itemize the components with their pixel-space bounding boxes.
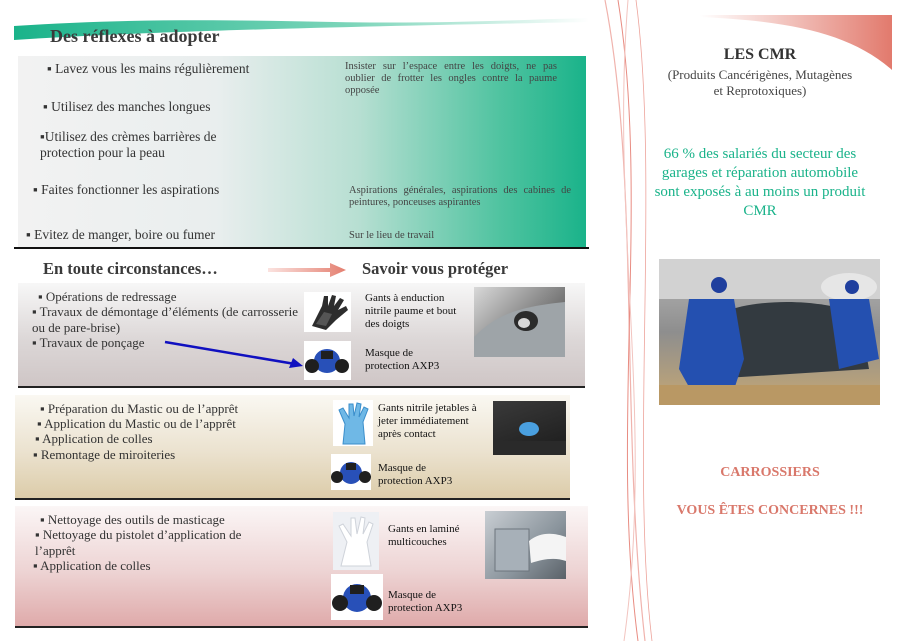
cmr-subtitle: (Produits Cancérigènes, Mutagènes et Rep… bbox=[667, 67, 853, 98]
circumstance-panel-2 bbox=[15, 395, 570, 500]
mask-icon bbox=[331, 574, 383, 620]
coated-glove-icon bbox=[304, 292, 351, 332]
reflex-item: ▪ Lavez vous les mains régulièrement bbox=[47, 61, 250, 76]
nitrile-glove-icon bbox=[333, 400, 373, 446]
top-wave-decoration bbox=[14, 18, 589, 58]
glove-usage-photo bbox=[493, 401, 566, 455]
reflex-note: Aspirations générales, aspirations des c… bbox=[349, 185, 571, 208]
circumstance-item: ▪ Préparation du Mastic ou de l’apprêt bbox=[40, 401, 239, 416]
blue-arrow-icon bbox=[164, 340, 303, 368]
glove-usage-photo bbox=[485, 511, 566, 579]
decorative-lines bbox=[604, 0, 653, 641]
cmr-wave-decoration bbox=[700, 15, 892, 70]
cmr-callout-concerned: VOUS ÊTES CONCERNES !!! bbox=[676, 503, 864, 518]
circumstance-item: ▪ Travaux de démontage d’éléments (de ca… bbox=[32, 304, 298, 335]
cmr-title: LES CMR bbox=[723, 46, 797, 63]
mask-icon bbox=[304, 341, 351, 380]
cmr-statistic: 66 % des salariés du secteur des garages… bbox=[654, 146, 866, 219]
mask-icon bbox=[331, 454, 371, 490]
arrow-right-icon bbox=[268, 263, 346, 277]
gloves-label: Gants en laminé multicouches bbox=[388, 523, 460, 548]
cmr-callout-carrossiers: CARROSSIERS bbox=[720, 465, 820, 480]
reflexes-panel bbox=[18, 56, 586, 248]
gloves-label: Gants nitrile jetables à jeter immédiate… bbox=[378, 402, 477, 440]
mask-label: Masque de protection AXP3 bbox=[378, 462, 453, 487]
divider bbox=[14, 247, 589, 249]
mask-label: Masque de protection AXP3 bbox=[365, 347, 440, 372]
circumstance-item: ▪ Opérations de redressage bbox=[38, 289, 177, 304]
workshop-photo bbox=[659, 259, 880, 405]
glove-usage-photo bbox=[474, 287, 565, 357]
circumstance-item: ▪ Nettoyage des outils de masticage bbox=[40, 512, 225, 527]
laminated-glove-icon bbox=[333, 512, 379, 570]
reflex-item: ▪ Evitez de manger, boire ou fumer bbox=[26, 227, 216, 242]
reflex-note: Sur le lieu de travail bbox=[349, 230, 435, 241]
circumstance-item: ▪ Application du Mastic ou de l’apprêt bbox=[37, 416, 236, 431]
mask-label: Masque de protection AXP3 bbox=[388, 589, 463, 614]
reflex-item: ▪ Faites fonctionner les aspirations bbox=[33, 182, 220, 197]
circumstance-item: ▪ Travaux de ponçage bbox=[32, 335, 145, 350]
gloves-label: Gants à enduction nitrile paume et bout … bbox=[365, 292, 457, 330]
circumstance-item: ▪ Application de colles bbox=[35, 431, 153, 446]
circumstances-header: En toute circonstances… bbox=[43, 259, 218, 278]
reflexes-title: Des réflexes à adopter bbox=[50, 26, 220, 46]
circumstance-item: ▪ Nettoyage du pistolet d’application de… bbox=[35, 527, 242, 558]
circumstance-item: ▪ Remontage de miroiteries bbox=[33, 447, 176, 462]
reflex-note: Insister sur l’espace entre les doigts, … bbox=[345, 61, 557, 96]
protect-header: Savoir vous protéger bbox=[362, 259, 509, 278]
circumstance-item: ▪ Application de colles bbox=[33, 558, 151, 573]
reflex-item: ▪Utilisez des crèmes barrières de protec… bbox=[40, 129, 217, 160]
reflex-item: ▪ Utilisez des manches longues bbox=[43, 99, 211, 114]
